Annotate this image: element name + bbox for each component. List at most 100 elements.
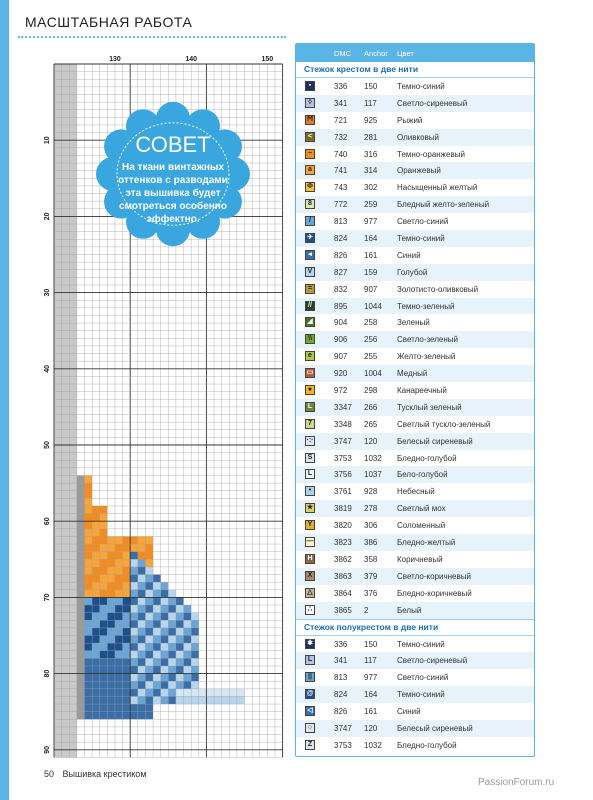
tip-title: СОВЕТ: [135, 132, 210, 157]
column-number: 150: [262, 56, 274, 63]
swatch-symbol-icon: ▪: [305, 81, 315, 91]
anchor-number: 120: [364, 723, 378, 733]
swatch-symbol-icon: =: [305, 283, 315, 294]
color-name: Насыщенный желтый: [397, 183, 478, 193]
column-number: 130: [109, 56, 121, 63]
side-stripe: [0, 0, 9, 800]
color-name: Оранжевый: [397, 166, 441, 176]
dmc-number: 972: [334, 386, 348, 396]
section-title: МАСШТАБНАЯ РАБОТА: [25, 14, 193, 30]
color-name: Светло-синий: [397, 217, 449, 227]
swatch-symbol-icon: ||: [305, 672, 315, 683]
key-row: ○ 3747 120 Белесый сиреневый: [296, 719, 534, 737]
color-name: Темно-синий: [397, 639, 445, 649]
dmc-number: 907: [334, 352, 348, 362]
swatch-symbol-icon: e: [305, 351, 315, 362]
anchor-number: 386: [364, 538, 378, 548]
anchor-number: 376: [364, 588, 378, 598]
color-name: Темно-зеленый: [397, 301, 455, 311]
anchor-number: 379: [364, 571, 378, 581]
anchor-number: 925: [364, 115, 378, 125]
key-header: DMC Anchor Цвет: [296, 44, 534, 62]
dmc-number: 3819: [334, 504, 352, 514]
dmc-number: 3347: [334, 402, 352, 412]
row-number: 10: [44, 136, 51, 144]
dmc-number: 3747: [334, 723, 352, 733]
key-row: || 813 977 Светло-синий: [296, 669, 534, 686]
color-key-table: DMC Anchor Цвет Стежок крестом в две нит…: [295, 43, 535, 757]
tip-line: эффектно.: [146, 213, 200, 225]
swatch-symbol-icon: ★: [305, 503, 315, 514]
swatch-symbol-icon: ◂: [305, 249, 315, 260]
dmc-number: 341: [334, 656, 348, 666]
swatch-symbol-icon: ◢: [305, 317, 315, 328]
anchor-number: 928: [364, 487, 378, 497]
swatch-symbol-icon: L: [305, 469, 315, 480]
anchor-number: 120: [364, 436, 378, 446]
color-name: Темно-оранжевый: [397, 149, 465, 159]
row-number: 60: [44, 517, 51, 525]
dmc-number: 813: [334, 673, 348, 683]
color-name: Светло-коричневый: [397, 571, 471, 581]
color-name: Синий: [397, 707, 421, 717]
swatch-symbol-icon: H: [305, 553, 315, 564]
anchor-number: 255: [364, 352, 378, 362]
swatch-symbol-icon: —: [305, 537, 315, 548]
anchor-number: 977: [364, 217, 378, 227]
swatch-symbol-icon: 7: [305, 418, 315, 429]
anchor-number: 1032: [364, 740, 382, 750]
dmc-number: 3348: [334, 419, 352, 429]
color-name: Белесый сиреневый: [397, 723, 473, 733]
color-name: Белый: [397, 605, 422, 615]
column-number: 140: [185, 56, 197, 63]
row-number: 90: [44, 746, 51, 754]
watermark: PassionForum.ru: [478, 777, 555, 788]
dmc-number: 741: [334, 166, 348, 176]
anchor-number: 316: [364, 149, 378, 159]
tip-badge: СОВЕТ На ткани винтажных оттенков с разв…: [92, 100, 254, 248]
dmc-number: 906: [334, 335, 348, 345]
anchor-number: 977: [364, 673, 378, 683]
swatch-symbol-icon: ◊: [305, 97, 315, 108]
anchor-number: 161: [364, 250, 378, 260]
anchor-number: 302: [364, 183, 378, 193]
color-name: Светлый мох: [397, 504, 446, 514]
tip-cloud: СОВЕТ На ткани винтажных оттенков с разв…: [96, 101, 250, 247]
color-name: Медный: [397, 369, 428, 379]
color-name: Синий: [397, 250, 421, 260]
swatch-symbol-icon: ○: [305, 722, 315, 733]
page-footer: 50 Вышивка крестиком: [44, 769, 147, 779]
swatch-symbol-icon: a: [305, 165, 315, 176]
anchor-number: 314: [364, 166, 378, 176]
color-name: Бледно-голубой: [397, 453, 457, 463]
color-name: Тусклый зеленый: [397, 402, 462, 412]
anchor-number: 2: [364, 605, 369, 615]
swatch-symbol-icon: L: [305, 401, 315, 412]
color-name: Белесый сиреневый: [397, 436, 473, 446]
color-name: Темно-синий: [397, 82, 445, 91]
swatch-symbol-icon: //: [305, 300, 315, 311]
row-number: 80: [44, 670, 51, 678]
swatch-symbol-icon: •: [305, 486, 315, 497]
dmc-number: 3756: [334, 470, 352, 480]
dmc-number: 824: [334, 234, 348, 244]
color-name: Светло-синий: [397, 673, 449, 683]
anchor-number: 117: [364, 656, 377, 666]
dmc-number: 904: [334, 318, 348, 328]
swatch-symbol-icon: ◁: [305, 706, 315, 717]
